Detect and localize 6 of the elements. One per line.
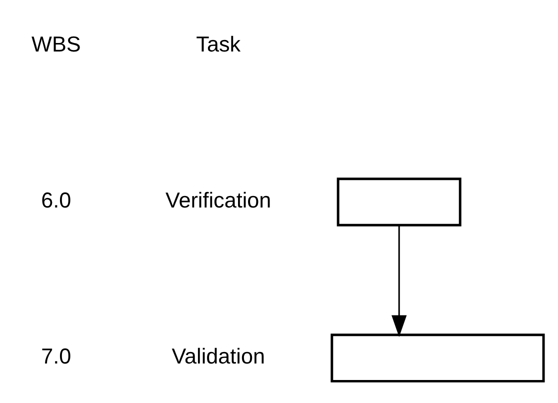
label: Validation	[172, 343, 266, 368]
label: Task	[196, 31, 241, 56]
label: 6.0	[41, 187, 72, 212]
label: WBS	[32, 31, 81, 56]
label: 7.0	[41, 343, 72, 368]
label: Verification	[166, 187, 272, 212]
